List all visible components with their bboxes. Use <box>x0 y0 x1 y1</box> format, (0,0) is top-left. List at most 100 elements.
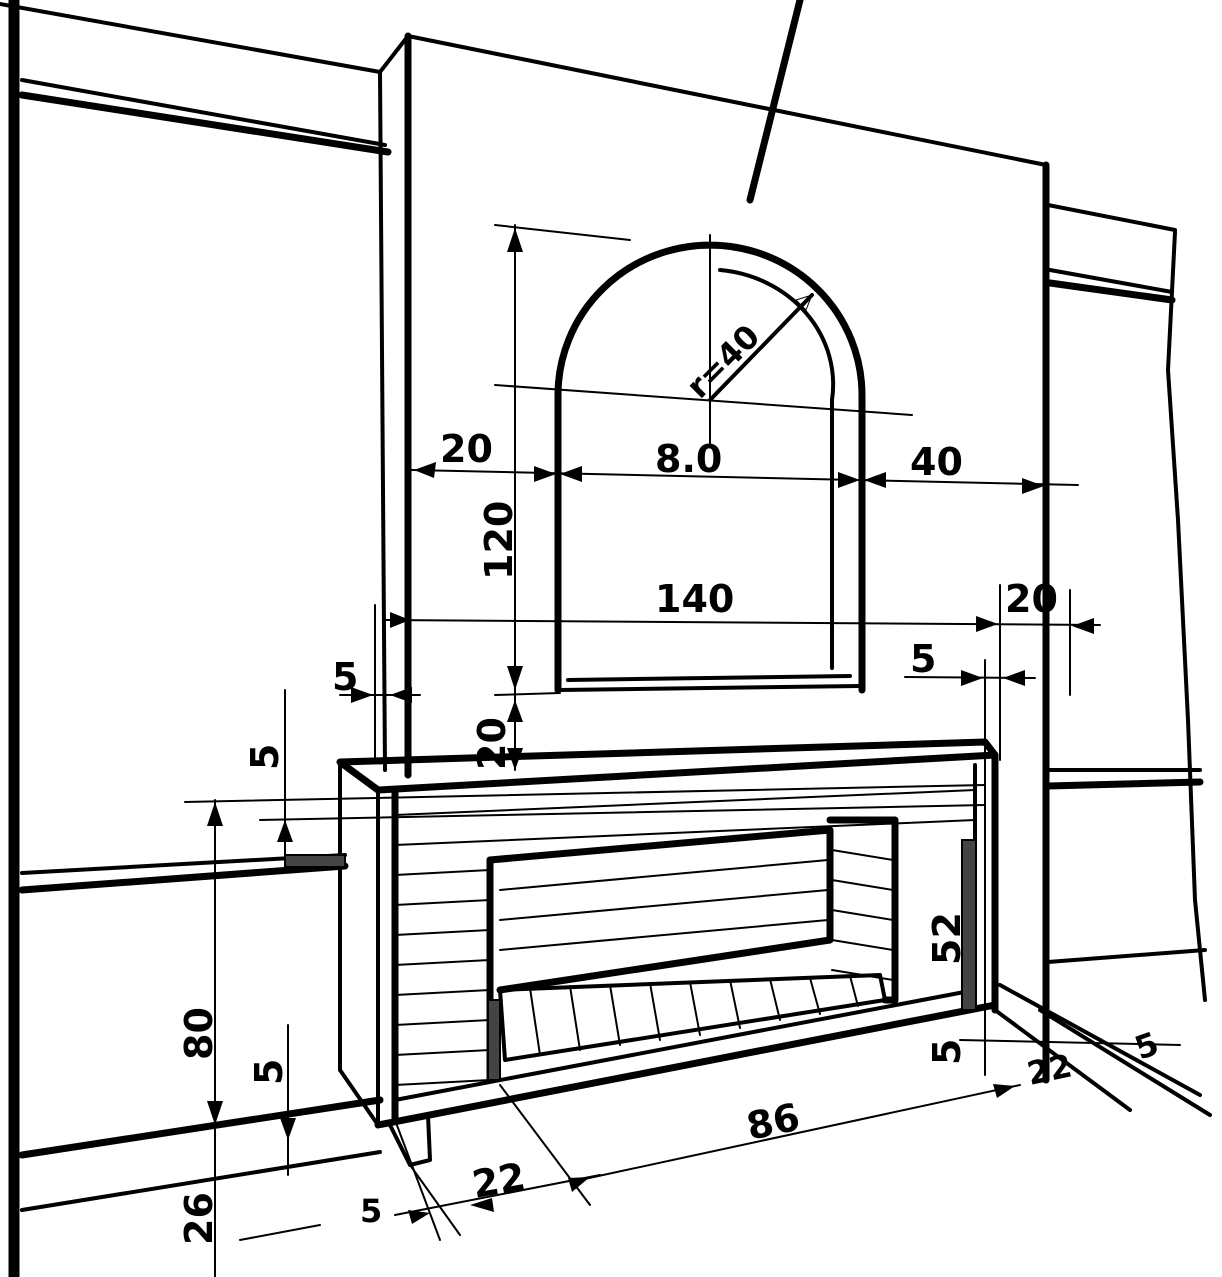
label-radius: r=40 <box>679 317 767 405</box>
seat-slat-4 <box>649 982 661 1041</box>
seat-slat-8 <box>809 977 821 1015</box>
dado-right <box>1044 778 1204 790</box>
label-depth-right: 22 <box>1024 1046 1075 1092</box>
slat-5 <box>394 929 491 936</box>
label-window-height: 120 <box>477 501 521 580</box>
skirting-left-bottom <box>20 1150 382 1212</box>
floor-line-right-1 <box>998 983 1202 1097</box>
picture-rail-right-top <box>1048 268 1174 294</box>
label-arch-width: 8.0 <box>655 437 722 481</box>
niche-sill-bottom <box>558 684 862 692</box>
ceiling-line-left <box>0 2 382 74</box>
skirting-left-top <box>18 1096 384 1159</box>
dim-ext-bench-top <box>184 784 986 803</box>
dim-line-floor <box>239 1224 321 1241</box>
seat-slat-1 <box>529 987 541 1056</box>
dimension-labels: 20 8.0 40 r=40 120 140 20 5 5 20 5 80 5 … <box>177 317 1164 1245</box>
arrow-r2 <box>1003 670 1025 686</box>
arched-niche <box>494 224 913 694</box>
bench-side-left-bottom <box>338 1068 380 1127</box>
picture-rail-left <box>18 91 392 156</box>
niche-top-extension <box>494 224 631 241</box>
seat-back-slat-2 <box>499 889 829 921</box>
arrow-r1 <box>961 670 983 686</box>
bench-top-slab <box>336 738 999 794</box>
bench-front-leg <box>388 1113 432 1167</box>
arrow-v1 <box>507 228 523 252</box>
depth-line-2 <box>409 1164 461 1236</box>
arrow-d1 <box>408 1210 430 1224</box>
arrow-a5 <box>864 472 886 488</box>
slat-6 <box>394 959 491 966</box>
arm-slat-2 <box>831 879 894 891</box>
arrow-d4 <box>993 1084 1015 1098</box>
label-back-height: 52 <box>925 912 969 965</box>
arrow-a1 <box>414 462 436 478</box>
arrow-l1 <box>351 687 373 703</box>
label-sill-height: 20 <box>470 717 514 770</box>
shade-right-end <box>961 839 977 1011</box>
shade-dado-return <box>284 854 346 868</box>
label-leg-left: 5 <box>360 1192 382 1230</box>
label-left-margin: 20 <box>440 427 493 471</box>
label-bench-gap: 5 <box>247 1059 291 1085</box>
slat-7 <box>394 989 491 996</box>
slat-8 <box>394 1019 491 1026</box>
slat-9 <box>394 1049 491 1056</box>
arch-spring-line <box>494 384 913 416</box>
label-left-reveal: 5 <box>332 655 358 699</box>
shade-left-post <box>487 999 501 1081</box>
breast-top-edge <box>406 34 1048 167</box>
floor-line-right-3 <box>1038 1008 1212 1117</box>
seat-slat-9 <box>849 975 859 1007</box>
skirting-right <box>1046 948 1207 964</box>
arm-slat-3 <box>831 909 894 921</box>
slat-10 <box>394 1079 491 1086</box>
arrow-b1 <box>207 802 223 826</box>
arrow-w2 <box>976 616 998 632</box>
slat-1 <box>394 789 976 816</box>
breast-side-edge <box>378 70 387 772</box>
picture-rail-right <box>1046 279 1176 304</box>
arrow-l2 <box>390 687 412 703</box>
seat-surface <box>498 973 887 1062</box>
arrow-v3 <box>507 700 523 722</box>
dim-ext-sill <box>494 692 561 696</box>
arrow-a4 <box>838 472 860 488</box>
seat-slat-6 <box>729 979 741 1029</box>
arrow-d3 <box>568 1177 590 1192</box>
seat-slat-7 <box>769 978 781 1021</box>
bench-dimensions <box>184 689 1181 1277</box>
dim-line-depth-right <box>959 1039 1181 1046</box>
floor-line-right-2 <box>993 1008 1132 1112</box>
arrow-b3 <box>277 820 293 842</box>
chimney-breast <box>378 0 1050 1084</box>
bench <box>284 738 999 1167</box>
bench-bottom-rail <box>374 1001 999 1129</box>
seat-back-frame <box>486 826 834 994</box>
radius-arrow <box>795 294 813 311</box>
label-right-reveal: 5 <box>910 637 936 681</box>
picture-rail-left-top <box>20 78 387 147</box>
dado-left <box>18 862 349 894</box>
label-bench-top: 5 <box>243 744 287 770</box>
breast-top-corner <box>378 34 410 74</box>
arm-slat-4 <box>831 939 894 951</box>
niche-sill-top <box>566 674 852 682</box>
label-end-thickness: 5 <box>925 1039 969 1065</box>
dim-line-depth-left <box>394 1174 601 1216</box>
slat-3 <box>394 869 491 876</box>
arch-inner <box>718 268 836 402</box>
seat-slat-2 <box>569 985 581 1051</box>
seat-slat-3 <box>609 984 621 1046</box>
slat-4 <box>394 899 491 906</box>
arrow-a6 <box>1022 478 1044 494</box>
label-bench-height: 80 <box>177 1007 221 1060</box>
dim-ext-bench-top2 <box>259 804 986 821</box>
arrow-w3 <box>1072 618 1094 634</box>
arrow-b2 <box>207 1101 223 1125</box>
dim-line-top-row <box>411 469 1079 486</box>
depth-line-1 <box>394 1119 441 1241</box>
